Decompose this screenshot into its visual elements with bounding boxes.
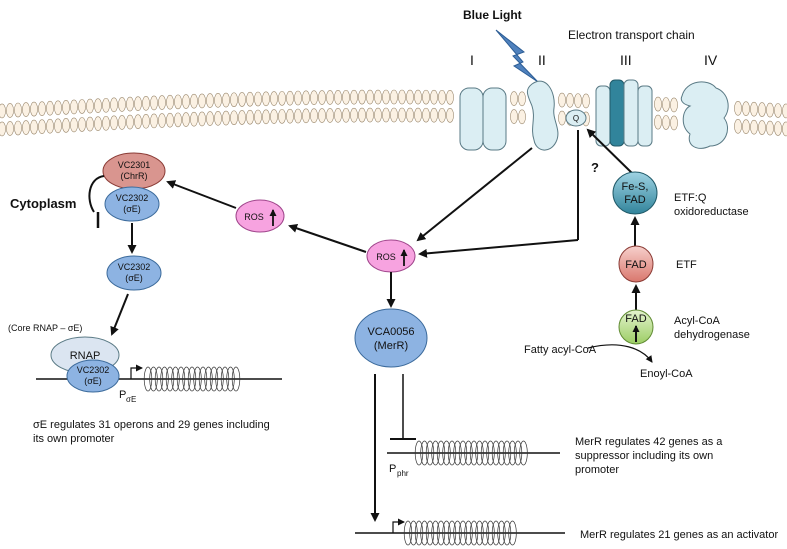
arrow-ros-to-ros-left xyxy=(288,224,367,253)
enoyl-label: Enoyl-CoA xyxy=(640,368,693,380)
question-mark: ? xyxy=(591,160,599,175)
sigmae-free-line1: VC2302 xyxy=(118,262,151,272)
gene-helix-activator xyxy=(403,520,517,546)
ros-left-node xyxy=(235,199,285,233)
complex-ii xyxy=(526,80,559,151)
etf-label: ETF xyxy=(676,259,697,271)
etf-fad-label: FAD xyxy=(625,259,646,271)
merr-activator-text: MerR regulates 21 genes as an activator xyxy=(580,529,778,541)
fes-line2: FAD xyxy=(624,194,645,206)
etfq-line2: oxidoreductase xyxy=(674,206,749,218)
ros-left-label: ROS xyxy=(244,212,264,222)
sigmae-promoter-line1: VC2302 xyxy=(77,365,110,375)
etc-label: Electron transport chain xyxy=(568,28,695,42)
chrr-line1: VC2301 xyxy=(118,160,151,170)
sigmae-promoter-line2: (σE) xyxy=(84,376,102,386)
complex-i-label: I xyxy=(470,52,474,68)
cytoplasm-label: Cytoplasm xyxy=(10,196,76,211)
lightning-bolt-icon xyxy=(495,29,539,83)
promoter-phr-p: P xyxy=(389,463,396,475)
etfq-line1: ETF:Q xyxy=(674,192,707,204)
rnap-label: RNAP xyxy=(70,350,101,362)
sigmae-text-line2: its own promoter xyxy=(33,433,115,445)
promoter-arrow-activator xyxy=(392,518,405,533)
acyl-line1: Acyl-CoA xyxy=(674,315,721,327)
promoter-phr-sub: phr xyxy=(397,469,409,478)
chrr-line2: (ChrR) xyxy=(121,171,148,181)
acyl-fad-label: FAD xyxy=(625,313,646,325)
merr-repressor-line3: promoter xyxy=(575,464,619,476)
fes-line1: Fe-S, xyxy=(622,181,649,193)
arrow-ros-to-chrr xyxy=(166,180,237,209)
cell-membrane xyxy=(0,89,787,137)
complex-iv xyxy=(680,81,729,149)
merr-line2: (MerR) xyxy=(374,340,408,352)
blue-light-label: Blue Light xyxy=(463,8,522,22)
complex-ii-label: II xyxy=(538,52,546,68)
gene-helix-phr xyxy=(414,440,528,466)
promoter-sigmae-sub: σE xyxy=(126,395,136,404)
fatty-acyl-label: Fatty acyl-CoA xyxy=(524,344,597,356)
sigmae-free-node xyxy=(106,255,162,291)
sigmae-bound-line1: VC2302 xyxy=(116,193,149,203)
arrow-ii-to-ros xyxy=(416,147,533,242)
core-rnap-label: (Core RNAP – σE) xyxy=(8,323,82,333)
arrow-q-to-ros xyxy=(418,239,579,258)
inhibition-bracket xyxy=(88,175,105,213)
merr-repressor-line1: MerR regulates 42 genes as a xyxy=(575,436,723,448)
sigmae-promoter-node xyxy=(66,359,120,393)
quinone xyxy=(565,109,587,127)
fes-fad-node xyxy=(612,171,658,215)
complex-iii-label: III xyxy=(620,52,632,68)
promoter-sigmae-p: P xyxy=(119,389,126,401)
arrow-etfq-to-q xyxy=(586,128,636,177)
quinone-label: Q xyxy=(573,114,579,123)
complex-iv-label: IV xyxy=(704,52,718,68)
sigmae-bound-line2: (σE) xyxy=(123,204,141,214)
acyl-line2: dehydrogenase xyxy=(674,329,750,341)
arrow-fatty-to-enoyl xyxy=(587,344,653,363)
merr-line1: VCA0056 xyxy=(367,326,414,338)
complex-i xyxy=(459,87,507,151)
promoter-arrow-sigmae xyxy=(130,364,143,379)
sigmae-text-line1: σE regulates 31 operons and 29 genes inc… xyxy=(33,419,270,431)
sigmae-bound-node xyxy=(104,186,160,222)
etf-fad-node xyxy=(618,245,654,283)
complex-iii xyxy=(595,79,653,147)
ros-center-label: ROS xyxy=(376,252,396,262)
sigmae-free-line2: (σE) xyxy=(125,273,143,283)
merr-node xyxy=(354,308,428,368)
gene-helix-sigmae xyxy=(143,366,241,392)
merr-repressor-line2: suppressor including its own xyxy=(575,450,713,462)
arrow-sigmae-to-rnap xyxy=(110,293,129,336)
